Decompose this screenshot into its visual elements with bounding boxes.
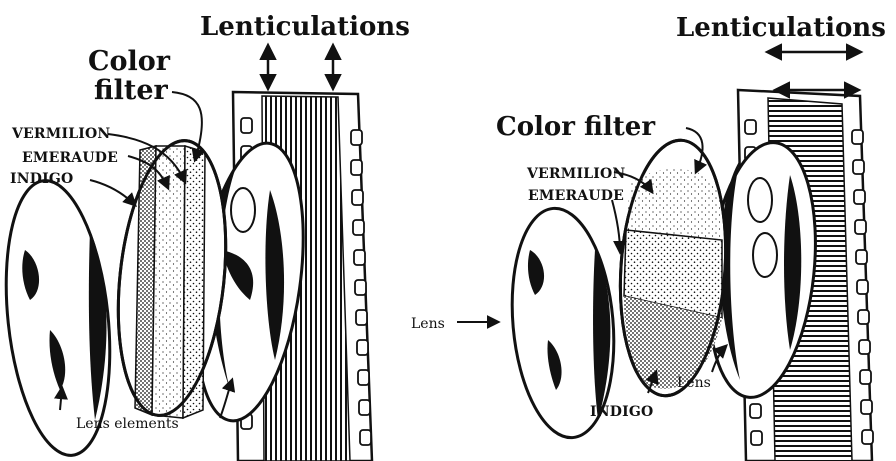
- right-emeraude-label: EMERAUDE: [528, 188, 624, 204]
- right-diagram: Lenticulations Color filter VERMILION EM…: [411, 13, 886, 461]
- right-lenticulation-arrows: [768, 52, 860, 90]
- left-emeraude-label: EMERAUDE: [22, 150, 118, 166]
- right-lens-left-label: Lens: [411, 316, 445, 332]
- left-lenticulation-arrows: [268, 46, 333, 88]
- left-vermilion-label: VERMILION: [11, 126, 110, 142]
- right-lenticulations-label: Lenticulations: [676, 13, 886, 43]
- left-diagram: Lenticulations Color filter VERMILION EM…: [0, 12, 410, 461]
- left-indigo-label: INDIGO: [10, 171, 73, 187]
- left-color-label: Color: [88, 46, 171, 77]
- left-lens-elements-label: Lens elements: [76, 416, 179, 432]
- left-lenticulations-label: Lenticulations: [200, 12, 410, 42]
- right-color-filter-label: Color filter: [496, 112, 655, 142]
- left-filter-label: filter: [94, 75, 169, 106]
- right-vermilion-label: VERMILION: [526, 166, 625, 182]
- right-lens-right-label: Lens: [677, 375, 711, 391]
- right-indigo-label: INDIGO: [590, 404, 653, 420]
